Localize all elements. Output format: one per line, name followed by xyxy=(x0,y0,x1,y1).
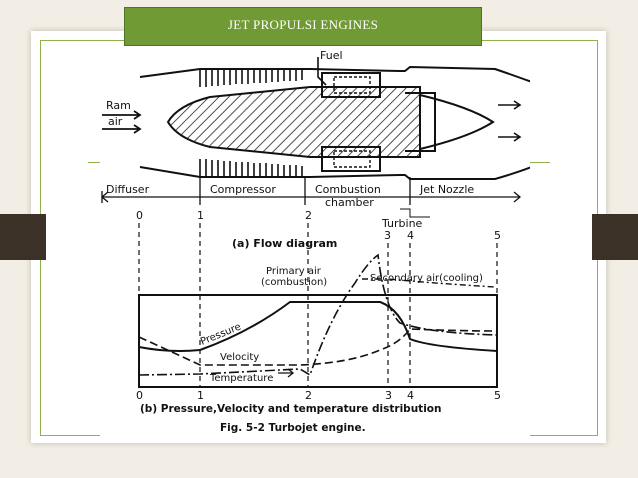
station-5-top: 5 xyxy=(494,229,501,242)
plot-frame xyxy=(138,294,498,388)
title-box: JET PROPULSI ENGINES xyxy=(124,7,482,46)
slide-title: JET PROPULSI ENGINES xyxy=(227,16,379,32)
combustor-bottom xyxy=(321,146,381,172)
temperature-curve xyxy=(138,253,498,377)
station-3-bottom: 3 xyxy=(385,389,392,402)
section-compressor: Compressor xyxy=(210,183,276,196)
casing-bottom xyxy=(139,166,530,180)
turbojet-figure: Fuel Ram air Diffuser Compressor Combust… xyxy=(100,47,530,442)
section-jet-nozzle: Jet Nozzle xyxy=(419,183,474,196)
station-1-top: 1 xyxy=(197,209,204,222)
exhaust-arrow-bottom xyxy=(498,132,522,142)
compressor-rotor xyxy=(166,86,421,158)
distribution-plot xyxy=(138,253,498,388)
velocity-curve xyxy=(138,328,498,366)
left-rule xyxy=(88,162,102,163)
ram-air-arrow xyxy=(102,110,142,120)
temperature-label: Temperature xyxy=(209,373,273,384)
engine-cross-section xyxy=(102,57,530,180)
primary-air-combustion-label: (combustion) xyxy=(261,277,327,288)
station-0-top: 0 xyxy=(136,209,143,222)
caption-flow-diagram: (a) Flow diagram xyxy=(232,237,337,250)
casing-top xyxy=(139,65,530,83)
station-3-top: 3 xyxy=(384,229,391,242)
station-2-top: 2 xyxy=(305,209,312,222)
left-tab-decoration xyxy=(0,214,46,260)
combustor-top xyxy=(321,72,381,98)
pressure-curve xyxy=(138,301,498,352)
exhaust-arrow-top xyxy=(498,100,522,110)
section-boundaries xyxy=(100,177,522,218)
fuel-label: Fuel xyxy=(320,49,343,62)
tail-cone xyxy=(419,94,495,150)
section-turbine: Turbine xyxy=(381,217,423,230)
right-rule xyxy=(526,162,550,163)
ram-air-label-1: Ram xyxy=(106,99,131,112)
caption-distribution: (b) Pressure,Velocity and temperature di… xyxy=(140,403,441,415)
compressor-blades-top xyxy=(199,69,303,87)
figure-caption: Fig. 5-2 Turbojet engine. xyxy=(220,422,366,434)
station-4-top: 4 xyxy=(407,229,414,242)
turbojet-diagram: Fuel Ram air Diffuser Compressor Combust… xyxy=(100,49,530,434)
secondary-air-label: Secondary air(cooling) xyxy=(370,273,483,284)
fuel-line xyxy=(317,57,327,86)
station-4-bottom: 4 xyxy=(407,389,414,402)
station-5-bottom: 5 xyxy=(494,389,501,402)
station-1-bottom: 1 xyxy=(197,389,204,402)
station-2-bottom: 2 xyxy=(305,389,312,402)
compressor-blades-bottom xyxy=(199,159,303,177)
primary-air-label: Primary air xyxy=(266,266,322,277)
ram-air-label-2: air xyxy=(108,115,123,128)
section-diffuser: Diffuser xyxy=(106,183,150,196)
shaft-block xyxy=(405,92,436,152)
section-combustion: Combustion xyxy=(315,183,381,196)
right-tab-decoration xyxy=(592,214,638,260)
velocity-label: Velocity xyxy=(220,352,259,363)
section-chamber: chamber xyxy=(325,196,374,209)
station-0-bottom: 0 xyxy=(136,389,143,402)
